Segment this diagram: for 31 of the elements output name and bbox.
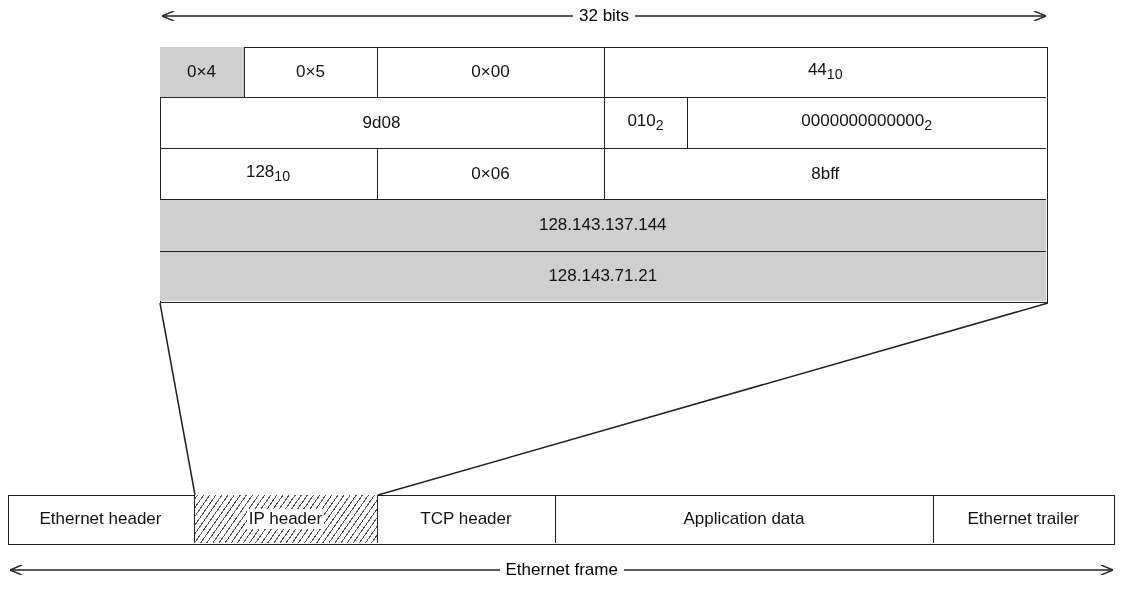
field-text: 0×00 <box>471 61 510 82</box>
field-text: 0000000000000$_{2}$ <box>801 111 933 134</box>
header-field <box>159 46 245 98</box>
field-text: 0×4 <box>187 61 216 82</box>
header-field <box>604 97 688 149</box>
field-text: Ethernet trailer <box>967 508 1079 529</box>
field-text: 128.143.137.144 <box>538 215 667 235</box>
frame-bar <box>8 495 1115 545</box>
field-text: 8bff <box>811 163 840 184</box>
header-field <box>377 46 605 98</box>
header-field <box>159 199 1046 252</box>
field-text: IP header <box>246 508 325 529</box>
header-field <box>244 46 378 98</box>
zoom-line <box>159 302 196 496</box>
field-text: 010$_{2}$ <box>627 111 664 134</box>
header-field <box>159 148 378 200</box>
field-text: 0×5 <box>296 61 325 82</box>
field-text: Ethernet header <box>39 508 162 529</box>
header-table <box>160 47 1048 303</box>
header-field <box>377 148 605 200</box>
field-text: 128$_{10}$ <box>245 162 291 185</box>
header-field <box>159 97 605 149</box>
header-field <box>159 251 1046 301</box>
field-text: 0×06 <box>471 163 510 184</box>
field-text: 44$_{10}$ <box>807 60 843 83</box>
frame-segment <box>194 494 378 543</box>
field-text: Application data <box>683 508 805 529</box>
field-text: 128.143.71.21 <box>548 266 658 287</box>
field-text: 9d08 <box>362 112 401 133</box>
field-text: TCP header <box>420 508 512 529</box>
zoom-line <box>377 302 1049 496</box>
